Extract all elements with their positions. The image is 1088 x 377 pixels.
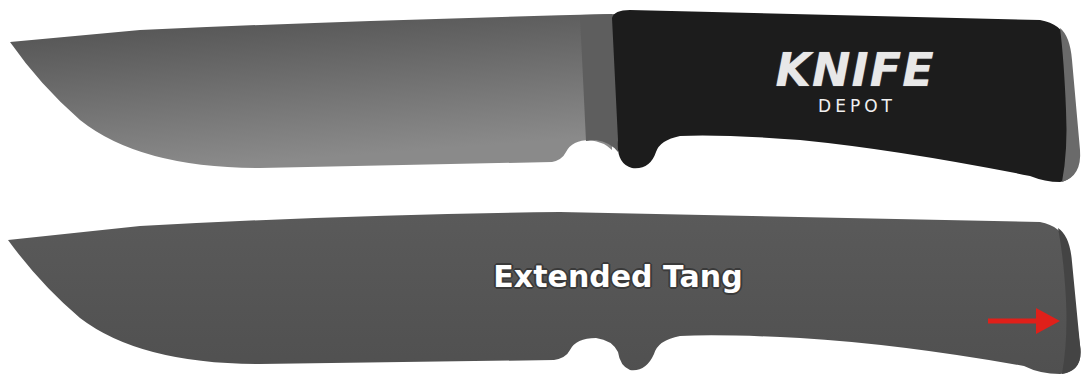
brand-subtitle: DEPOT bbox=[818, 96, 896, 116]
pommel bbox=[1060, 28, 1080, 182]
pointer-arrow-head bbox=[1036, 308, 1060, 334]
part-label: Extended Tang bbox=[493, 259, 742, 294]
blade bbox=[10, 14, 612, 168]
handle bbox=[612, 10, 1078, 182]
bolster bbox=[580, 14, 618, 152]
tang-butt bbox=[1058, 228, 1081, 374]
pointer-arrow-shaft bbox=[988, 319, 1040, 324]
full-tang-silhouette bbox=[8, 212, 1081, 374]
brand-logo: KNIFE bbox=[775, 43, 934, 97]
